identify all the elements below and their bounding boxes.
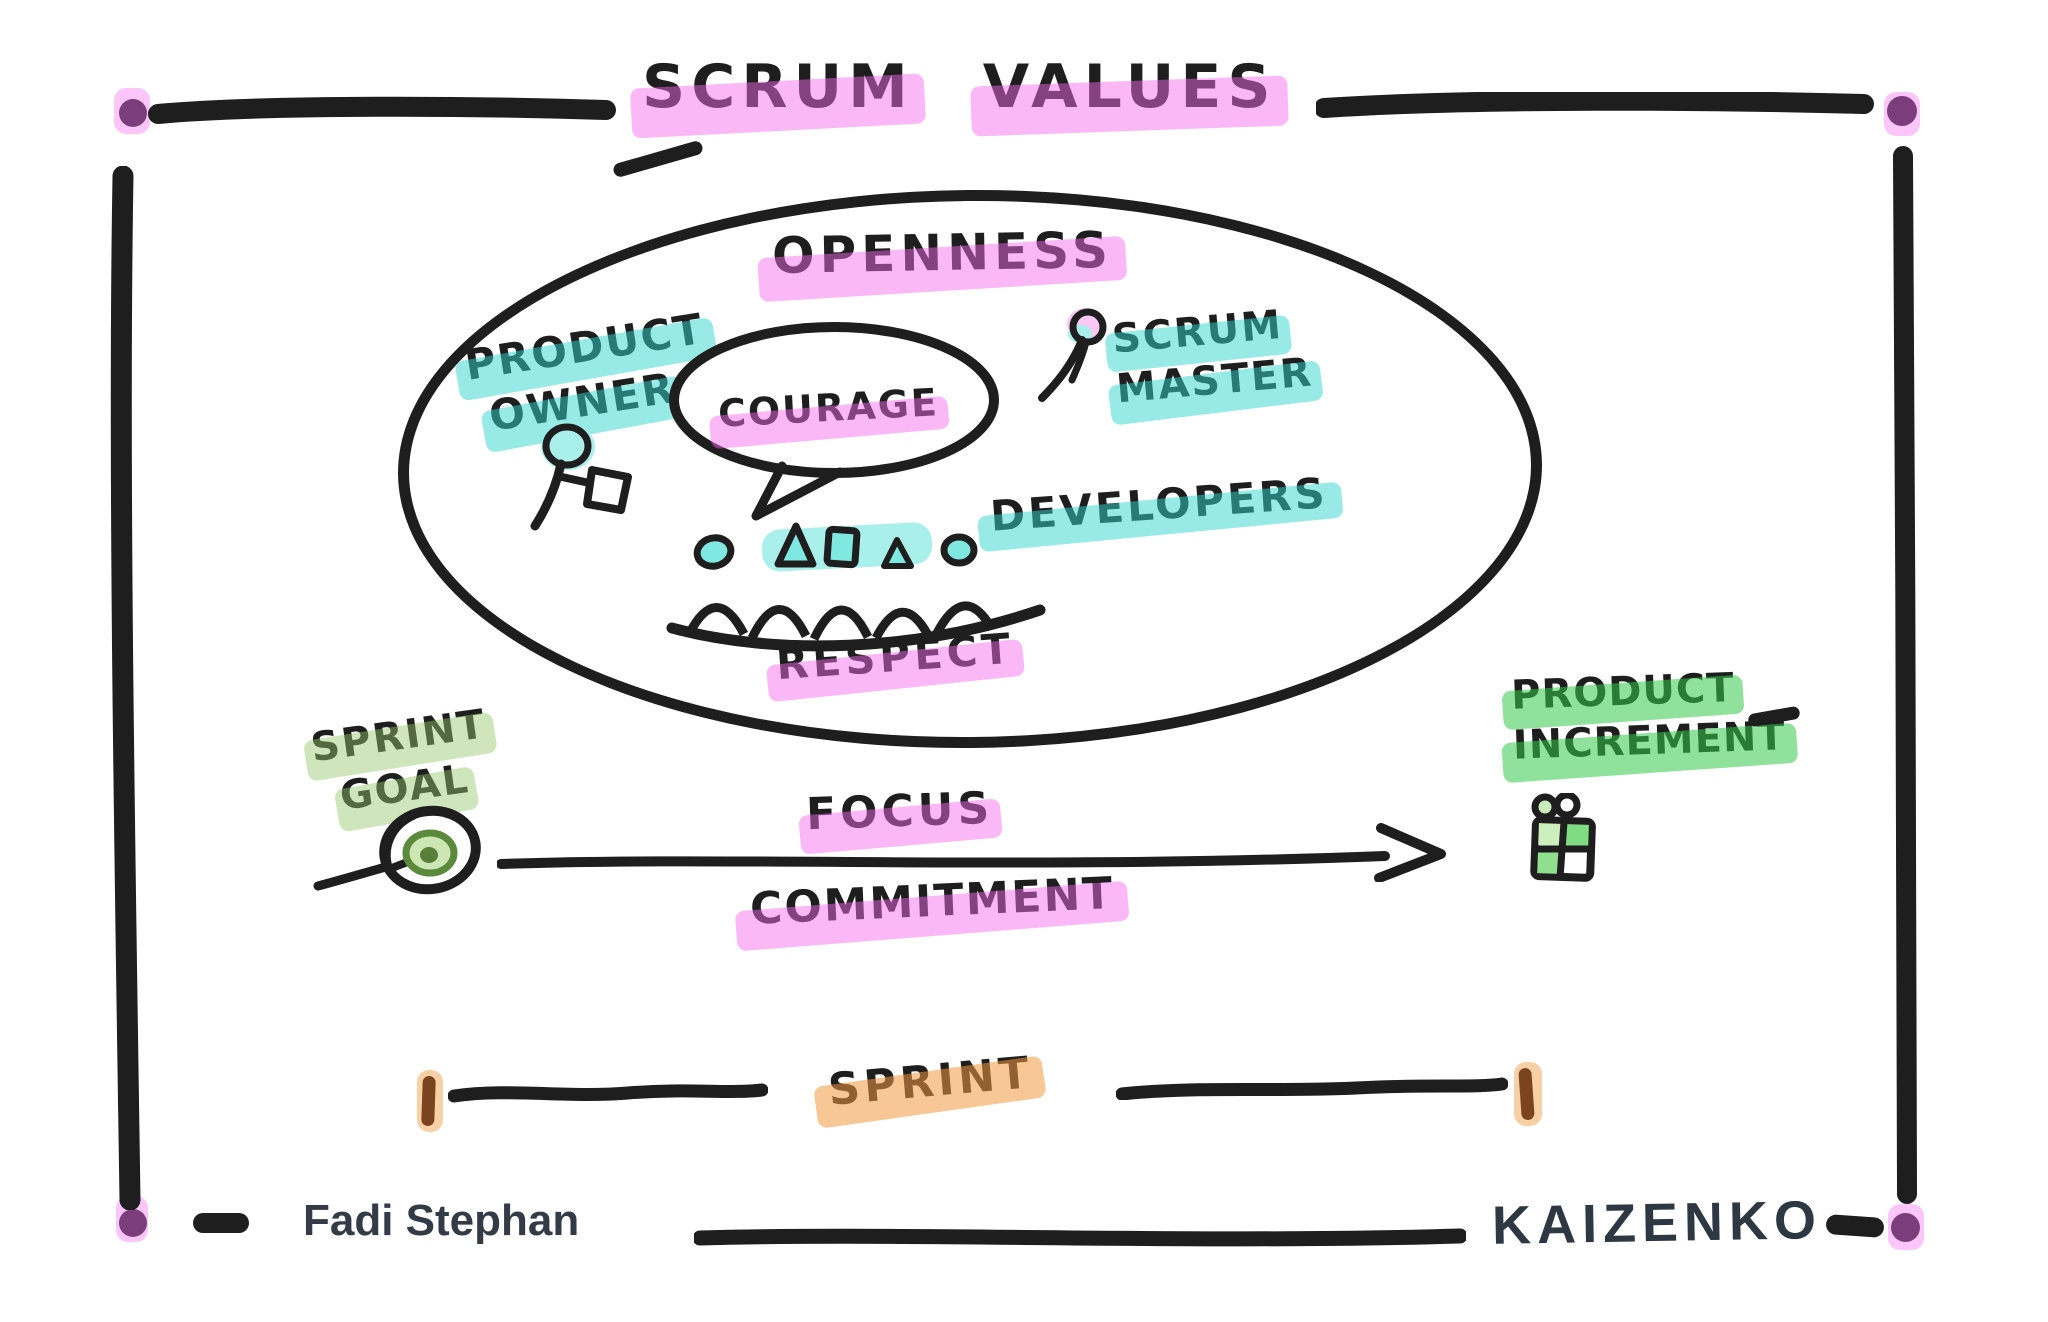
brand-logo-text: KAIZENKO <box>1491 1190 1823 1256</box>
timeline-line-left <box>448 1083 768 1103</box>
ellipse-stroke-overlap <box>611 139 705 179</box>
corner-dot-bottom-left <box>119 1209 147 1237</box>
corner-dot-bottom-right <box>1891 1213 1920 1242</box>
right-arrow <box>497 823 1446 882</box>
gift-icon <box>1530 793 1596 882</box>
frame-top-line-left <box>148 96 616 124</box>
team-on-bench-icon <box>666 522 1046 652</box>
timeline-tick-left <box>421 1075 436 1127</box>
label-product-increment: PRODUCT INCREMENT <box>1501 661 1798 784</box>
person-with-note-icon <box>530 423 632 531</box>
label-scrum-master: SCRUM MASTER <box>1104 298 1324 426</box>
corner-dot-top-right <box>1887 96 1917 126</box>
page-title: SCRUM VALUES <box>630 52 1290 140</box>
label-sprint: SPRINT <box>812 1047 1047 1130</box>
timeline-line-right <box>1116 1077 1508 1100</box>
person-icon <box>1038 308 1107 402</box>
target-icon <box>313 805 481 895</box>
footer-dash-right <box>1825 1214 1885 1238</box>
footer-center-line <box>694 1228 1466 1247</box>
frame-right-line <box>1893 146 1917 1204</box>
title-word-values: VALUES <box>970 52 1290 138</box>
title-word-scrum: SCRUM <box>630 52 926 140</box>
corner-dot-top-left <box>119 99 147 127</box>
frame-left-line <box>110 166 141 1210</box>
frame-top-line-right <box>1316 92 1874 118</box>
footer-dash-left <box>193 1213 249 1233</box>
author-signature: Fadi Stephan <box>303 1196 580 1245</box>
value-openness: OPENNESS <box>757 221 1128 303</box>
